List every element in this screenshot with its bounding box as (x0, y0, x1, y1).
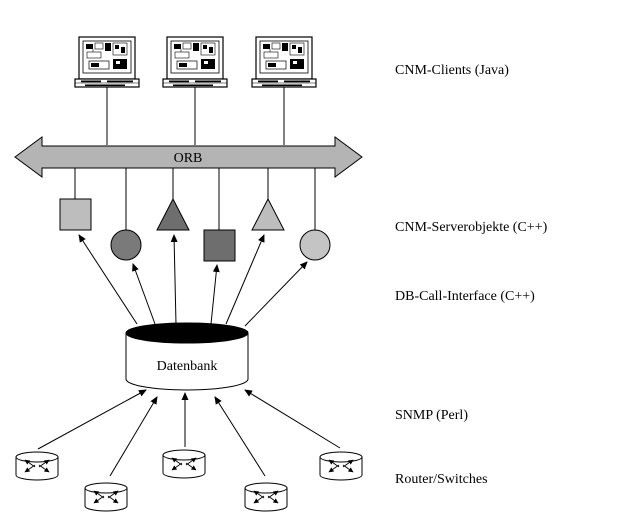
client-connectors (106, 87, 285, 145)
client-computer-icon (162, 36, 228, 88)
router-switch-icon (244, 482, 288, 512)
server-object-square (203, 229, 236, 262)
server-object-circle (299, 229, 331, 261)
clients-group (74, 36, 317, 88)
snmp-arrows (37, 389, 341, 477)
db-call-arrows (78, 234, 308, 327)
server-object-triangle (251, 197, 285, 231)
router-switch-icon (84, 482, 128, 512)
label-server-objects: CNM-Serverobjekte (C++) (395, 220, 548, 235)
label-clients: CNM-Clients (Java) (395, 63, 509, 78)
server-object-triangle (156, 197, 190, 231)
label-db-call: DB-Call-Interface (C++) (395, 289, 535, 304)
server-object-connectors (74, 168, 316, 230)
label-devices: Router/Switches (395, 472, 488, 487)
server-objects (59, 197, 331, 262)
orb-bus: ORB (14, 136, 363, 178)
server-object-circle (110, 229, 142, 261)
orb-label: ORB (174, 151, 203, 166)
router-switch-icon (162, 449, 206, 479)
devices-group (15, 449, 363, 512)
router-switch-icon (15, 451, 59, 481)
client-computer-icon (74, 36, 140, 88)
database-cylinder: Datenbank (125, 322, 249, 391)
client-computer-icon (251, 36, 317, 88)
database-label: Datenbank (157, 359, 218, 374)
server-object-square (59, 198, 92, 231)
router-switch-icon (319, 451, 363, 481)
label-snmp: SNMP (Perl) (395, 408, 468, 423)
layer-labels: CNM-Clients (Java) CNM-Serverobjekte (C+… (395, 63, 548, 487)
